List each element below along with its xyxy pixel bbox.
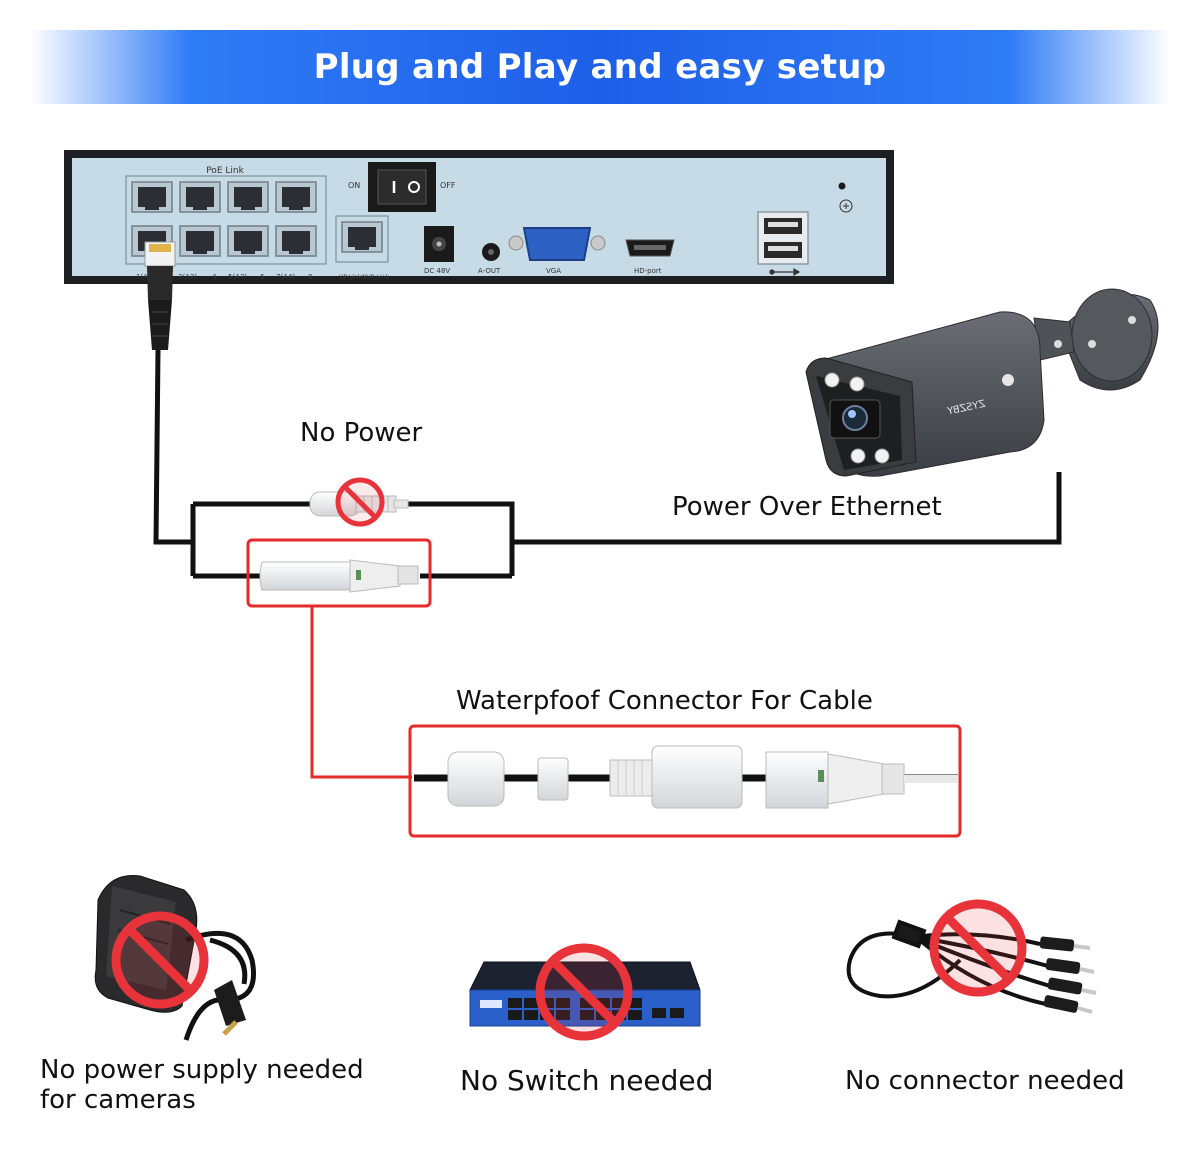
poe-port-group: PoE Link 1(A 3(A2) 4 5(A3) 6 7(A4) 8 bbox=[125, 166, 327, 281]
no-connector-label: No connector needed bbox=[845, 1066, 1125, 1096]
uplink-port: UP Link NVR Link bbox=[335, 215, 389, 281]
hdport-label: HD-port bbox=[634, 267, 662, 275]
poe-port-5 bbox=[227, 225, 269, 257]
port-label-5: 5(A3) bbox=[228, 273, 247, 281]
ethernet-plug bbox=[144, 241, 176, 350]
waterproof-highlight-box bbox=[408, 724, 962, 838]
poe-label: Power Over Ethernet bbox=[672, 492, 942, 522]
connector-highlight-box bbox=[246, 538, 432, 608]
waterproof-connector-label: Waterpfoof Connector For Cable bbox=[456, 686, 873, 716]
prohibited-icon bbox=[540, 948, 628, 1036]
port-label-3: 3(A2) bbox=[178, 273, 197, 281]
port-label-1: 1(A bbox=[136, 273, 148, 281]
prohibited-icon bbox=[335, 477, 385, 527]
vga-label: VGA bbox=[546, 267, 561, 275]
aout-label: A-OUT bbox=[478, 267, 501, 275]
highlight-connector-line bbox=[310, 606, 412, 779]
rj45-coupler bbox=[259, 559, 419, 593]
prohibited-icon bbox=[934, 904, 1022, 992]
power-switch: ON OFF bbox=[348, 162, 456, 212]
port-label-7: 7(A4) bbox=[276, 273, 295, 281]
on-label: ON bbox=[348, 181, 360, 190]
no-power-label: No Power bbox=[300, 418, 423, 448]
no-switch-label: No Switch needed bbox=[460, 1064, 714, 1097]
poe-port-6 bbox=[227, 181, 269, 213]
poe-port-3 bbox=[179, 225, 221, 257]
poe-port-8 bbox=[275, 181, 317, 213]
rj45-housing bbox=[765, 751, 958, 809]
vga-port: VGA bbox=[508, 227, 606, 275]
nvr-recorder: PoE Link 1(A 3(A2) 4 5(A3) 6 7(A4) 8 UP … bbox=[64, 150, 894, 284]
no-power-supply-label: No power supply needed for cameras bbox=[40, 1055, 364, 1115]
dc-plug bbox=[309, 491, 409, 517]
uplink-label: UP Link bbox=[339, 274, 362, 281]
rubber-seal bbox=[537, 757, 569, 801]
audio-out-jack: A-OUT bbox=[478, 243, 501, 275]
ethernet-cable bbox=[153, 349, 1062, 579]
poe-port-7 bbox=[275, 225, 317, 257]
bullet-camera: ZYSZBY bbox=[805, 288, 1159, 477]
prohibited-icon bbox=[116, 916, 204, 1004]
poe-port-4 bbox=[179, 181, 221, 213]
waterproof-connector-kit bbox=[414, 745, 958, 809]
dc-power-jack: DC 48V bbox=[424, 226, 454, 275]
nvr-link-label: NVR Link bbox=[362, 274, 389, 281]
usb-icon bbox=[769, 267, 801, 277]
ground-icon bbox=[839, 199, 853, 213]
cable-gland bbox=[609, 745, 743, 809]
dc-label: DC 48V bbox=[424, 267, 450, 275]
usb-ports bbox=[757, 211, 809, 277]
hdmi-port: HD-port bbox=[625, 239, 675, 275]
poe-link-label: PoE Link bbox=[206, 166, 244, 176]
sealing-nut bbox=[447, 751, 505, 807]
port-label-6: 6 bbox=[260, 273, 265, 281]
indicator-led bbox=[838, 182, 846, 190]
port-label-8: 8 bbox=[308, 273, 312, 281]
off-label: OFF bbox=[440, 181, 456, 190]
page-title: Plug and Play and easy setup bbox=[313, 47, 887, 87]
poe-port-2 bbox=[131, 181, 173, 213]
header-banner: Plug and Play and easy setup bbox=[30, 30, 1170, 104]
port-label-4: 4 bbox=[212, 273, 217, 281]
